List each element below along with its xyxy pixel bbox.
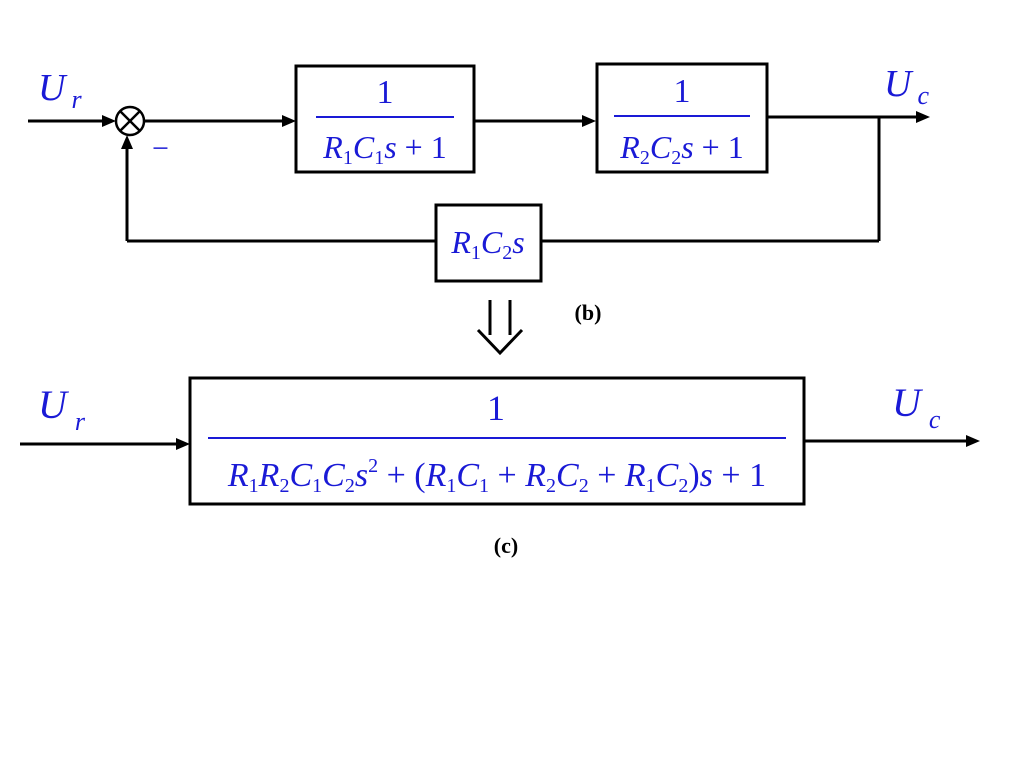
caption-b: (b) xyxy=(575,300,602,325)
feedback-expression: R1C2s xyxy=(450,224,524,264)
transform-arrow xyxy=(476,300,524,356)
block2-numerator: 1 xyxy=(674,73,691,110)
minus-sign: − xyxy=(152,132,169,165)
output-arrow-b xyxy=(916,111,930,123)
arrow-to-block1 xyxy=(282,115,296,127)
caption-c: (c) xyxy=(494,533,518,558)
combined-denominator: R1R2C1C2s2 + (R1C1 + R2C2 + R1C2)s + 1 xyxy=(227,455,766,497)
feedback-block xyxy=(434,203,543,283)
feedback-arrow xyxy=(121,135,133,149)
block2-denominator: R2C2s + 1 xyxy=(619,129,743,169)
arrow-to-block2 xyxy=(582,115,596,127)
combined-numerator: 1 xyxy=(487,388,505,428)
input-arrow-c xyxy=(176,438,190,450)
block1-numerator: 1 xyxy=(377,74,394,111)
summing-junction xyxy=(114,105,146,137)
input-arrow-b xyxy=(102,115,116,127)
output-arrow-c xyxy=(966,435,980,447)
block1 xyxy=(294,64,476,174)
block1-denominator: R1C1s + 1 xyxy=(322,129,446,169)
